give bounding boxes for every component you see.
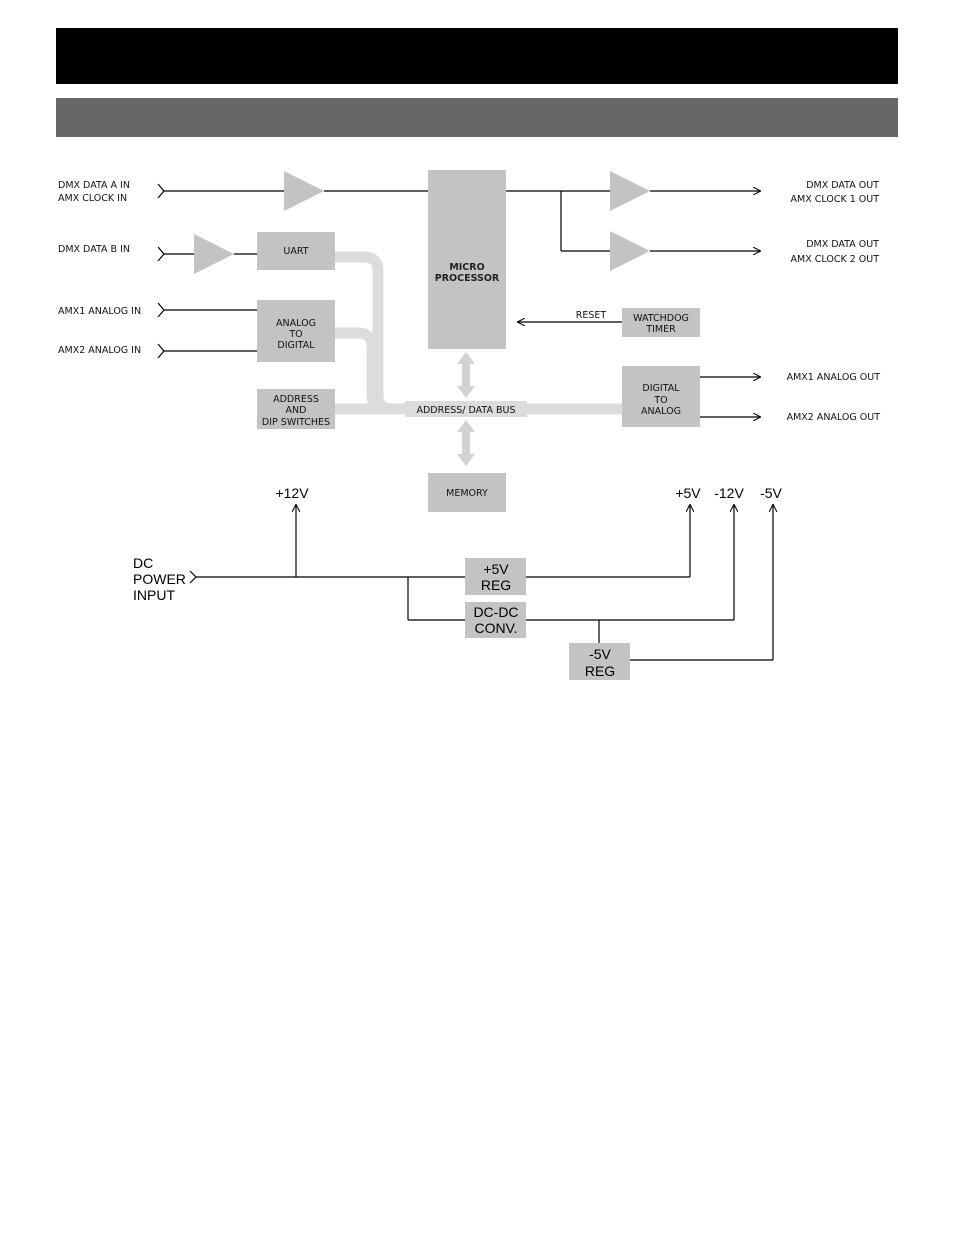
buffer-out-1: [610, 171, 650, 211]
dac-block: DIGITAL TO ANALOG: [622, 366, 700, 427]
svg-text:TO: TO: [288, 329, 302, 340]
svg-text:ANALOG: ANALOG: [276, 318, 316, 329]
data-bus: [335, 251, 622, 415]
reg-neg5v-block: -5V REG: [569, 643, 630, 680]
rail-12v-label: +12V: [275, 485, 309, 501]
svg-text:DIGITAL: DIGITAL: [642, 383, 680, 394]
bus-arrow-down: [457, 420, 475, 466]
input-amx2-analog-label: AMX2 ANALOG IN: [58, 345, 141, 356]
power-input-label-1: DC: [133, 555, 153, 571]
watchdog-block: WATCHDOG TIMER: [622, 308, 700, 337]
svg-text:CONV.: CONV.: [474, 620, 517, 636]
svg-text:-5V: -5V: [589, 646, 611, 662]
memory-block: MEMORY: [428, 473, 506, 512]
address-dip-block: ADDRESS AND DIP SWITCHES: [257, 389, 335, 429]
svg-text:PROCESSOR: PROCESSOR: [435, 273, 500, 284]
power-input-chevron: [189, 570, 197, 584]
output-dmx-1-label: DMX DATA OUT: [806, 180, 879, 191]
power-input-label-2: POWER: [133, 571, 186, 587]
input-dmx-b-label: DMX DATA B IN: [58, 244, 130, 255]
svg-text:REG: REG: [481, 577, 511, 593]
output-dmx-2-label: DMX DATA OUT: [806, 239, 879, 250]
svg-text:TIMER: TIMER: [645, 324, 676, 335]
svg-text:DC-DC: DC-DC: [473, 604, 518, 620]
bus-label: ADDRESS/ DATA BUS: [416, 405, 515, 416]
reset-label: RESET: [576, 310, 607, 321]
svg-text:TO: TO: [653, 395, 667, 406]
svg-text:MICRO: MICRO: [449, 262, 484, 273]
bus-arrow-up: [457, 352, 475, 398]
adc-block: ANALOG TO DIGITAL: [257, 300, 335, 362]
svg-text:ADDRESS: ADDRESS: [273, 394, 319, 405]
svg-text:REG: REG: [585, 663, 615, 679]
rail-neg5v-label: -5V: [760, 485, 782, 501]
header-bar: [56, 28, 898, 84]
rail-neg12v-label: -12V: [714, 485, 744, 501]
svg-text:WATCHDOG: WATCHDOG: [633, 313, 689, 324]
input-amx-clock-label: AMX CLOCK IN: [58, 193, 127, 204]
reg-5v-block: +5V REG: [465, 558, 526, 595]
output-amx2-analog-label: AMX2 ANALOG OUT: [787, 412, 881, 423]
svg-text:AND: AND: [286, 405, 307, 416]
dcdc-converter-block: DC-DC CONV.: [465, 602, 526, 638]
output-amx-clock-2-label: AMX CLOCK 2 OUT: [791, 254, 880, 265]
svg-text:+5V: +5V: [483, 561, 509, 577]
buffer-out-2: [610, 231, 650, 271]
subheader-bar: [56, 98, 898, 137]
svg-text:MEMORY: MEMORY: [446, 488, 488, 499]
rail-5v-label: +5V: [675, 485, 701, 501]
input-dmx-a-label: DMX DATA A IN: [58, 180, 130, 191]
svg-text:ANALOG: ANALOG: [641, 406, 681, 417]
svg-text:UART: UART: [283, 246, 308, 257]
microprocessor-block: MICRO PROCESSOR: [428, 170, 506, 349]
svg-text:DIP SWITCHES: DIP SWITCHES: [262, 417, 330, 428]
output-amx-clock-1-label: AMX CLOCK 1 OUT: [791, 194, 880, 205]
input-amx1-analog-label: AMX1 ANALOG IN: [58, 306, 141, 317]
uart-block: UART: [257, 232, 335, 270]
buffer-dmx-b: [194, 234, 234, 274]
power-input-label-3: INPUT: [133, 587, 175, 603]
input-chevrons: [157, 183, 165, 359]
output-amx1-analog-label: AMX1 ANALOG OUT: [787, 372, 881, 383]
buffer-dmx-a: [284, 171, 324, 211]
svg-text:DIGITAL: DIGITAL: [277, 340, 315, 351]
